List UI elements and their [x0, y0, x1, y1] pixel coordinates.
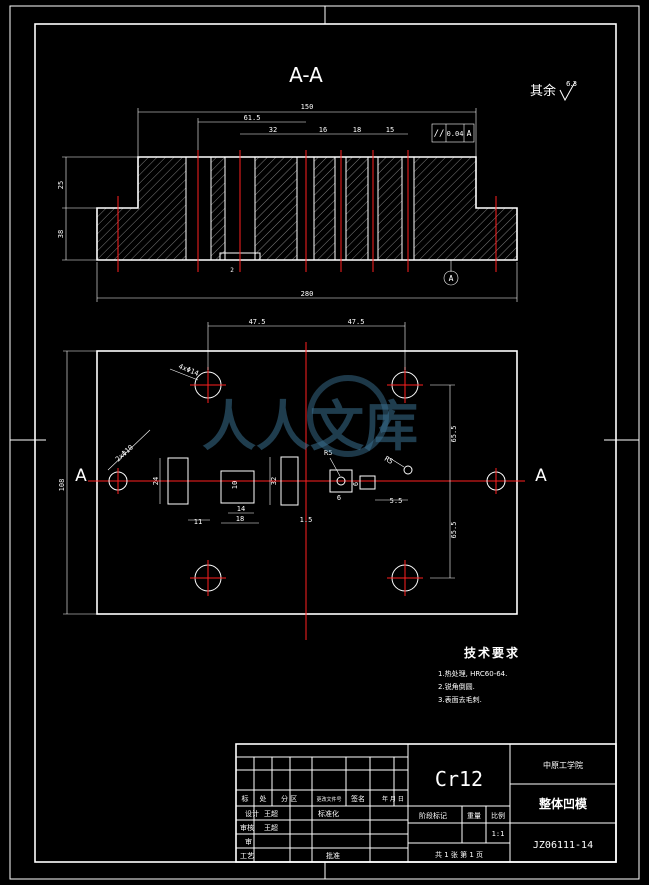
- svg-text:共 1 张 第 1 页: 共 1 张 第 1 页: [435, 850, 483, 859]
- svg-text:1:1: 1:1: [492, 830, 505, 838]
- svg-text:6: 6: [352, 482, 360, 486]
- roughness-symbol: [559, 81, 576, 102]
- svg-text:10: 10: [231, 481, 239, 489]
- svg-text:工艺: 工艺: [240, 852, 254, 860]
- svg-text:108: 108: [58, 479, 66, 492]
- svg-text:R5: R5: [383, 455, 394, 466]
- svg-text:批准: 批准: [326, 851, 340, 860]
- svg-text:16: 16: [319, 126, 327, 134]
- svg-text:280: 280: [301, 290, 314, 298]
- svg-text:年 月 日: 年 月 日: [382, 795, 404, 803]
- section-body: [96, 150, 518, 272]
- svg-text:1.5: 1.5: [300, 516, 313, 524]
- svg-text:人人文库: 人人文库: [202, 394, 418, 458]
- roughness-value: 6.3: [566, 80, 577, 88]
- svg-text:25: 25: [57, 181, 65, 189]
- svg-text:18: 18: [353, 126, 361, 134]
- svg-text:47.5: 47.5: [249, 318, 266, 326]
- tech-requirements: 技术要求 1.热处理, HRC60-64. 2.锐角倒圆. 3.表面去毛刺.: [438, 645, 520, 704]
- svg-text:47.5: 47.5: [348, 318, 365, 326]
- section-dimensions: 150 61.5 32 16 18 15 0.04 A // 280 25 38…: [57, 103, 518, 302]
- svg-text:分 区: 分 区: [281, 794, 297, 803]
- svg-text:32: 32: [270, 477, 278, 485]
- material-label: Cr12: [435, 767, 483, 791]
- plan-view: 47.5 47.5 4xΦ14 2xΦ10 24 11 10 14 18 32 …: [58, 318, 547, 640]
- svg-text:150: 150: [301, 103, 314, 111]
- section-mark-right: A: [535, 466, 547, 486]
- svg-text:2.锐角倒圆.: 2.锐角倒圆.: [438, 682, 475, 691]
- section-mark-left: A: [75, 466, 87, 486]
- svg-text:标准化: 标准化: [318, 809, 339, 818]
- svg-text:2: 2: [230, 267, 234, 274]
- svg-text:1.热处理, HRC60-64.: 1.热处理, HRC60-64.: [438, 669, 507, 678]
- svg-text:61.5: 61.5: [244, 114, 261, 122]
- svg-text:65.5: 65.5: [450, 426, 458, 443]
- svg-text://: //: [434, 129, 445, 139]
- svg-text:更改文件号: 更改文件号: [316, 796, 341, 803]
- svg-text:18: 18: [236, 515, 244, 523]
- part-name: 整体凹模: [538, 796, 588, 811]
- svg-text:38: 38: [57, 230, 65, 238]
- svg-text:技术要求: 技术要求: [464, 645, 520, 660]
- svg-text:65.5: 65.5: [450, 522, 458, 539]
- svg-text:标: 标: [242, 794, 249, 803]
- title-block: 标 处 分 区 更改文件号 签名 年 月 日 设计 王超 标准化 审核 王超 审…: [235, 743, 617, 863]
- roughness-note: 其余: [530, 83, 556, 99]
- svg-text:签名: 签名: [351, 794, 365, 803]
- svg-text:11: 11: [194, 518, 202, 526]
- svg-text:24: 24: [152, 477, 160, 485]
- svg-text:R5: R5: [324, 449, 332, 457]
- svg-text:重量: 重量: [467, 812, 481, 820]
- svg-text:设计: 设计: [245, 809, 259, 818]
- svg-text:审核: 审核: [240, 823, 254, 832]
- drawing-number: JZ06111-14: [533, 840, 593, 851]
- svg-text:王超: 王超: [264, 823, 278, 832]
- school-name: 中原工学院: [543, 760, 583, 770]
- svg-text:6: 6: [337, 494, 341, 502]
- svg-text:0.04: 0.04: [447, 130, 464, 138]
- section-title: A-A: [289, 63, 323, 87]
- svg-text:阶段标记: 阶段标记: [419, 811, 447, 820]
- svg-text:32: 32: [269, 126, 277, 134]
- watermark: 人人文库: [202, 375, 418, 458]
- svg-text:处: 处: [260, 794, 267, 803]
- svg-text:比例: 比例: [491, 811, 505, 820]
- svg-text:14: 14: [237, 505, 245, 513]
- svg-text:3.表面去毛刺.: 3.表面去毛刺.: [438, 695, 482, 704]
- svg-text:审: 审: [245, 837, 252, 846]
- svg-text:15: 15: [386, 126, 394, 134]
- svg-text:5.5: 5.5: [390, 497, 403, 505]
- svg-text:王超: 王超: [264, 809, 278, 818]
- svg-text:A: A: [449, 274, 454, 283]
- svg-text:A: A: [467, 129, 472, 138]
